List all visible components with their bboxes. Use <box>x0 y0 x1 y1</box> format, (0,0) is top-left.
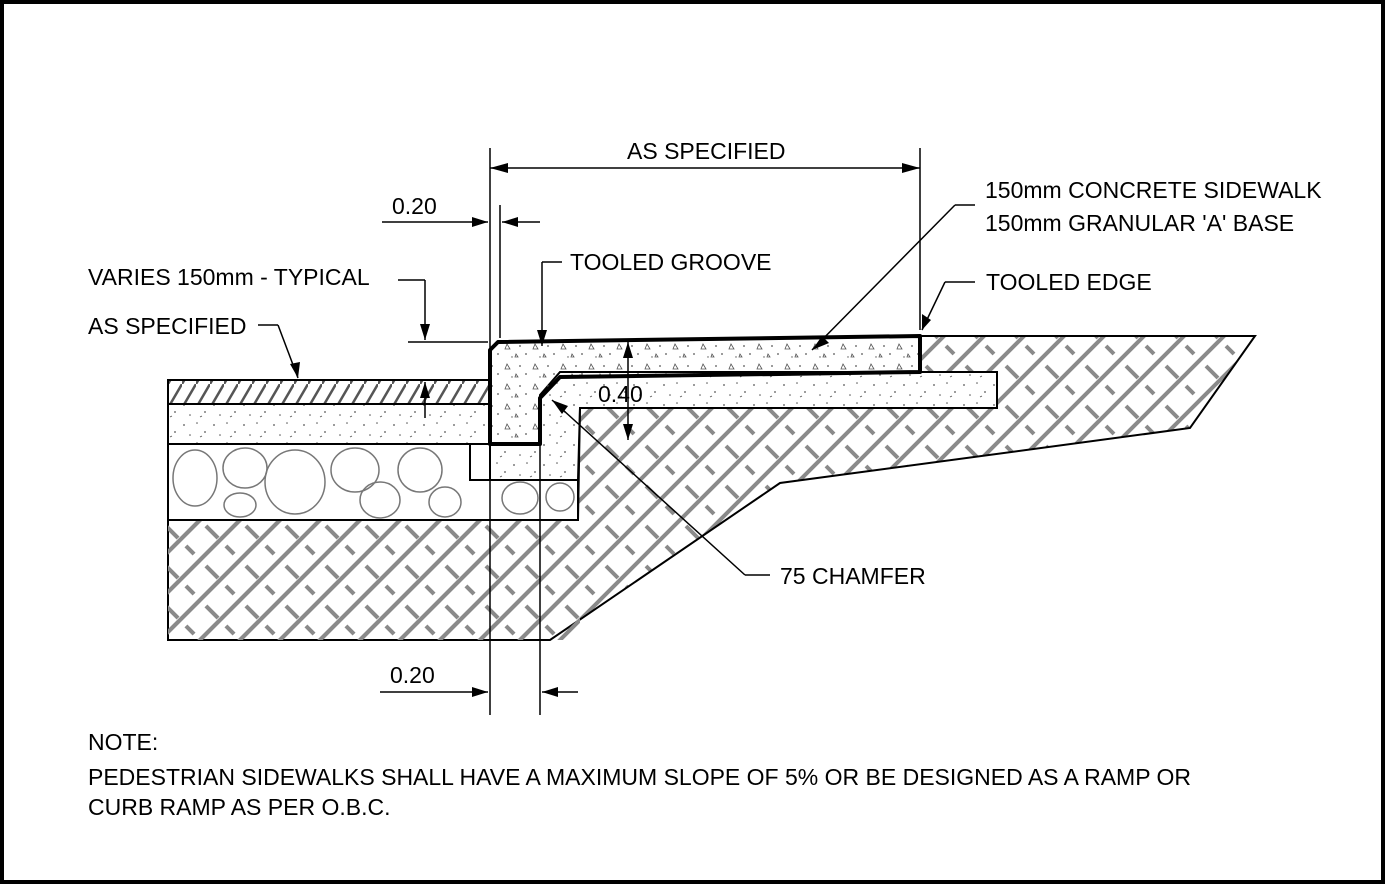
asphalt-layer <box>167 379 491 405</box>
stone-aggregate <box>172 447 575 519</box>
label-tooled-edge: TOOLED EDGE <box>986 269 1152 295</box>
label-as-specified-left: AS SPECIFIED <box>88 313 246 339</box>
note-line-2: CURB RAMP AS PER O.B.C. <box>88 794 391 820</box>
note-heading: NOTE: <box>88 729 159 755</box>
granular-road-base <box>167 403 491 445</box>
label-dim-020-top: 0.20 <box>392 193 437 219</box>
label-dim-040: 0.40 <box>598 381 643 407</box>
label-as-specified-top: AS SPECIFIED <box>627 138 785 164</box>
subgrade-earth-left <box>168 520 580 640</box>
label-tooled-groove: TOOLED GROOVE <box>570 249 772 275</box>
label-dim-020-bottom: 0.20 <box>390 662 435 688</box>
label-granular-base: 150mm GRANULAR 'A' BASE <box>985 210 1294 236</box>
dimension-arrows <box>290 163 931 697</box>
label-chamfer: 75 CHAMFER <box>780 563 926 589</box>
concrete-sidewalk <box>488 334 922 446</box>
label-concrete-sidewalk: 150mm CONCRETE SIDEWALK <box>985 177 1322 203</box>
note-line-1: PEDESTRIAN SIDEWALKS SHALL HAVE A MAXIMU… <box>88 764 1192 790</box>
label-varies-typical: VARIES 150mm - TYPICAL <box>88 264 370 290</box>
